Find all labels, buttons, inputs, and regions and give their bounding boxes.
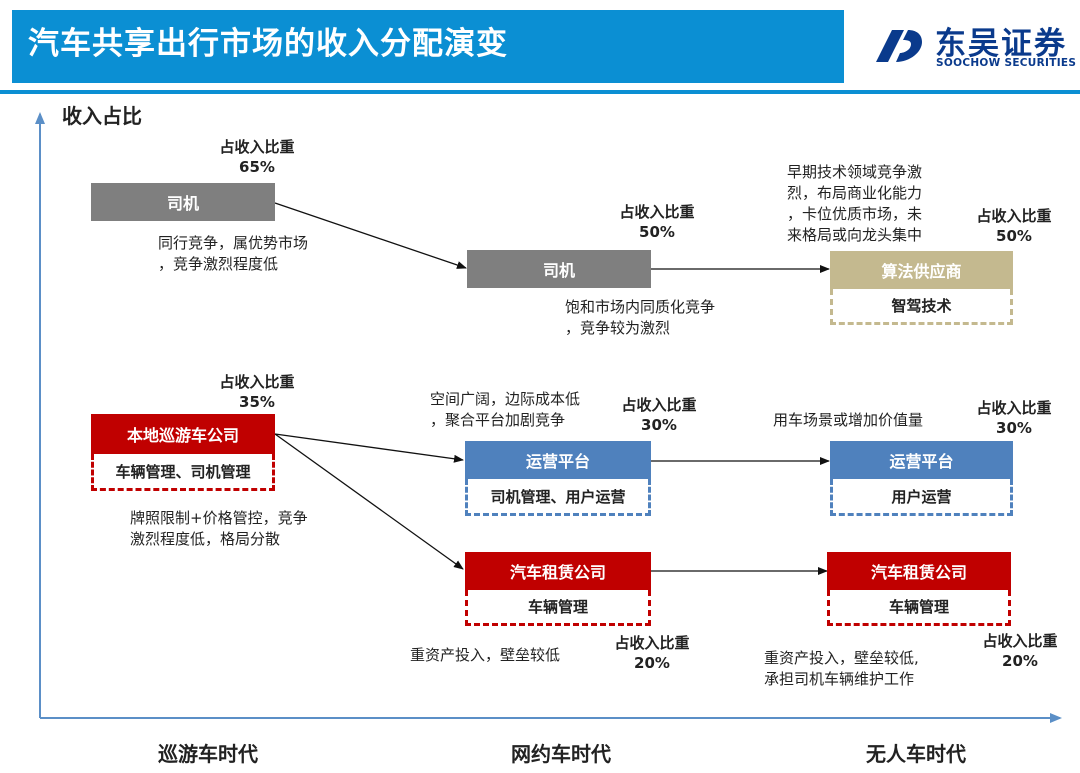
- node-era2-platform: 运营平台: [465, 441, 651, 479]
- page-title: 汽车共享出行市场的收入分配演变: [28, 26, 508, 62]
- sub-era3-algorithm: 智驾技术: [830, 289, 1013, 325]
- note-era3-algorithm: 早期技术领域竞争激烈，布局商业化能力 ，卡位优质市场，未来格局或向龙头集中: [787, 163, 923, 244]
- note-era3-rental: 重资产投入，壁垒较低,承担司机车辆维护工作: [764, 649, 919, 688]
- arrow-taxi-to-platform: [274, 433, 464, 463]
- header-divider: [0, 90, 1080, 94]
- logo-english-name: SOOCHOW SECURITIES: [936, 57, 1077, 69]
- node-era3-platform: 运营平台: [830, 441, 1013, 479]
- sub-era3-rental: 车辆管理: [827, 590, 1011, 626]
- y-axis-label: 收入占比: [62, 104, 142, 128]
- era-label-ridehailing: 网约车时代: [511, 742, 611, 766]
- node-era2-rental: 汽车租赁公司: [465, 552, 651, 590]
- note-era1-taxi-company: 牌照限制+价格管控，竞争激烈程度低，格局分散: [130, 509, 308, 548]
- logo-chinese-name: 东吴证券: [935, 26, 1067, 62]
- arrow-taxi-to-rental: [274, 433, 464, 570]
- node-era1-taxi-company: 本地巡游车公司: [91, 414, 275, 454]
- note-era2-rental: 重资产投入，壁垒较低: [410, 646, 561, 664]
- era-label-taxi: 巡游车时代: [158, 742, 258, 766]
- node-era3-algorithm: 算法供应商: [830, 251, 1013, 289]
- sub-era2-rental: 车辆管理: [465, 590, 651, 626]
- node-era2-driver: 司机: [467, 250, 651, 288]
- sub-era2-platform: 司机管理、用户运营: [465, 479, 651, 516]
- era-label-autonomous: 无人车时代: [866, 742, 966, 766]
- note-era1-driver: 同行竞争，属优势市场，竞争激烈程度低: [158, 234, 309, 273]
- sub-era3-platform: 用户运营: [830, 479, 1013, 516]
- node-era1-driver: 司机: [91, 183, 275, 221]
- sub-era1-taxi-company: 车辆管理、司机管理: [91, 454, 275, 491]
- soochow-logo-icon: [876, 30, 922, 62]
- title-bar: [12, 10, 844, 83]
- arrow-driver-to-driver: [274, 202, 467, 269]
- node-era3-rental: 汽车租赁公司: [827, 552, 1011, 590]
- note-era3-platform: 用车场景或增加价值量: [773, 411, 924, 429]
- note-era2-driver: 饱和市场内同质化竞争，竞争较为激烈: [565, 298, 716, 337]
- note-era2-platform: 空间广阔，边际成本低，聚合平台加剧竞争: [430, 390, 581, 429]
